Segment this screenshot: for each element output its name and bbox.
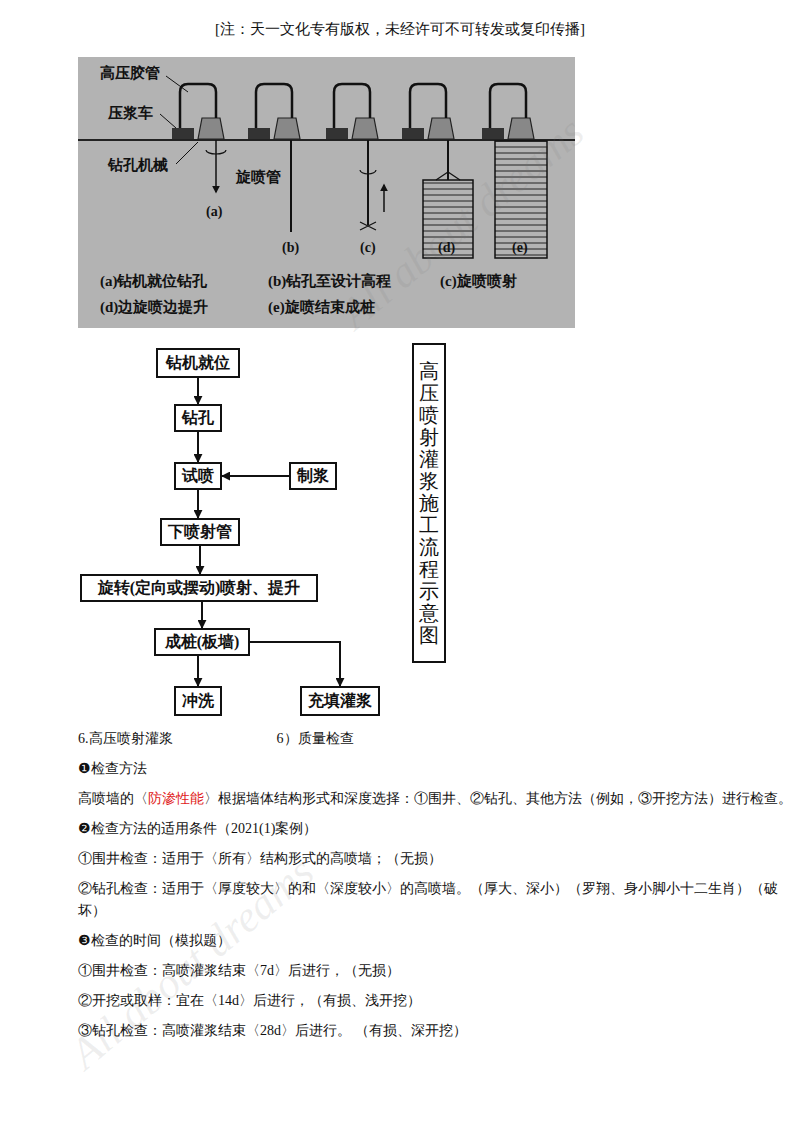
grout-pump-truck bbox=[402, 128, 424, 139]
section-heading: 6）质量检查 bbox=[277, 731, 354, 746]
jet-pipe bbox=[290, 140, 292, 232]
text-line: ③钻孔检查：高喷灌浆结束〈28d〉后进行。 （有损、深开挖） bbox=[78, 1020, 792, 1042]
step-caption: (a)钻机就位钻孔 bbox=[100, 272, 208, 291]
node-text: 制浆 bbox=[297, 466, 329, 487]
process-box: 下喷射管 bbox=[160, 518, 240, 546]
text-line: ①围井检查：高喷灌浆结束〈7d〉后进行，（无损） bbox=[78, 960, 792, 982]
text: ③钻孔检查：高喷灌浆结束〈28d〉后进行。 （有损、深开挖） bbox=[78, 1023, 467, 1038]
text-line: 高喷墙的〈防渗性能〉根据墙体结构形式和深度选择：①围井、②钻孔、其他方法（例如，… bbox=[78, 788, 792, 810]
leader-line bbox=[160, 114, 176, 128]
jet-pipe bbox=[367, 140, 369, 225]
grout-pump-truck bbox=[248, 128, 270, 139]
rotation-arc bbox=[206, 150, 226, 154]
step-caption: (b) bbox=[282, 240, 299, 256]
high-pressure-hose bbox=[490, 84, 526, 128]
process-box: 试喷 bbox=[174, 462, 222, 490]
process-box: 成桩(板墙) bbox=[154, 628, 250, 656]
step-caption: (e)旋喷结束成桩 bbox=[268, 298, 375, 317]
high-pressure-hose bbox=[256, 84, 292, 128]
step-caption: (e) bbox=[512, 240, 528, 256]
jet-nozzle bbox=[360, 222, 376, 230]
node-text: 下喷射管 bbox=[168, 522, 232, 543]
text: ②开挖或取样：宜在〈14d〉后进行，（有损、浅开挖） bbox=[78, 993, 421, 1008]
flow-arrow bbox=[201, 602, 203, 628]
drill-machine bbox=[198, 118, 224, 139]
illustration-ground bbox=[78, 57, 575, 328]
text-line: ❸检查的时间（模拟题） bbox=[78, 930, 792, 952]
sub-heading: ❶检查方法 bbox=[78, 761, 147, 776]
grout-column bbox=[423, 180, 473, 258]
step-caption: (d)边旋喷边提升 bbox=[100, 298, 208, 317]
node-text: 充填灌浆 bbox=[308, 691, 372, 712]
text: ①围井检查：高喷灌浆结束〈7d〉后进行，（无损） bbox=[78, 963, 400, 978]
step-caption: (d) bbox=[438, 240, 455, 256]
text: 〉根据墙体结构形式和深度选择：①围井、②钻孔、其他方法（例如，③开挖方法）进行检… bbox=[204, 791, 792, 806]
node-text: 试喷 bbox=[182, 466, 214, 487]
node-text: 成桩(板墙) bbox=[165, 632, 240, 653]
flow-arrow bbox=[197, 432, 199, 462]
flow-arrow bbox=[197, 656, 199, 686]
text-line: ❷检查方法的适用条件（2021(1)案例） bbox=[78, 818, 792, 840]
jet-pipe bbox=[447, 140, 449, 180]
text-line: ❶检查方法 bbox=[78, 758, 792, 780]
process-box: 钻机就位 bbox=[156, 348, 240, 378]
text-line: ①围井检查：适用于〈所有〉结构形式的高喷墙；（无损） bbox=[78, 848, 792, 870]
node-text: 钻机就位 bbox=[166, 353, 230, 374]
flow-arrow bbox=[197, 378, 199, 404]
text: ①围井检查：适用于〈所有〉结构形式的高喷墙；（无损） bbox=[78, 851, 442, 866]
process-box: 钻孔 bbox=[174, 404, 222, 432]
vertical-title-box: 高压喷射灌浆施工流程示意图 bbox=[412, 343, 446, 663]
drill-machine bbox=[274, 118, 300, 139]
process-box: 充填灌浆 bbox=[300, 686, 380, 716]
text-line: 6.高压喷射灌浆 6）质量检查 bbox=[78, 728, 792, 750]
part-label: 高压胶管 bbox=[100, 64, 160, 83]
text: 高喷墙的〈 bbox=[78, 791, 148, 806]
high-pressure-hose bbox=[410, 84, 446, 128]
step-caption: (c)旋喷喷射 bbox=[440, 272, 517, 291]
drill-rigs bbox=[172, 84, 534, 139]
lift-arrow bbox=[383, 185, 385, 212]
process-box: 制浆 bbox=[289, 462, 337, 490]
flow-arrow bbox=[199, 546, 201, 574]
grout-pump-truck bbox=[326, 128, 348, 139]
node-text: 高压喷射灌浆施工流程示意图 bbox=[419, 360, 439, 646]
process-box: 冲洗 bbox=[174, 686, 222, 716]
sub-heading: ❸检查的时间（模拟题） bbox=[78, 933, 231, 948]
part-label: 钻孔机械 bbox=[108, 156, 168, 175]
node-text: 旋转(定向或摆动)喷射、提升 bbox=[98, 578, 301, 599]
text: ②钻孔检查：适用于〈厚度较大〉的和〈深度较小〉的高喷墙。（厚大、深小）（罗翔、身… bbox=[78, 881, 778, 918]
highlight-text: 防渗性能 bbox=[148, 791, 204, 806]
grout-pump-truck bbox=[172, 128, 194, 139]
notes-text: 6.高压喷射灌浆 6）质量检查 ❶检查方法高喷墙的〈防渗性能〉根据墙体结构形式和深度… bbox=[78, 728, 792, 1050]
text-line: ②钻孔检查：适用于〈厚度较大〉的和〈深度较小〉的高喷墙。（厚大、深小）（罗翔、身… bbox=[78, 878, 792, 922]
step-caption: (b)钻孔至设计高程 bbox=[268, 272, 391, 291]
sub-heading: ❷检查方法的适用条件（2021(1)案例） bbox=[78, 821, 317, 836]
flow-arrow bbox=[222, 475, 289, 477]
finished-pile bbox=[495, 141, 547, 258]
copyright-note: [注：天一文化专有版权，未经许可不可转发或复印传播] bbox=[215, 20, 585, 39]
part-label: 压浆车 bbox=[108, 104, 153, 123]
node-text: 冲洗 bbox=[182, 691, 214, 712]
flow-arrow bbox=[250, 642, 340, 686]
drill-direction-arrow bbox=[215, 140, 217, 192]
node-text: 钻孔 bbox=[182, 408, 214, 429]
leader-line bbox=[166, 76, 188, 92]
drill-machine bbox=[352, 118, 378, 139]
step-caption: (c) bbox=[360, 240, 376, 256]
grout-pump-truck bbox=[482, 128, 504, 139]
leader-line bbox=[176, 142, 198, 164]
drill-machine bbox=[508, 118, 534, 139]
text-line: ②开挖或取样：宜在〈14d〉后进行，（有损、浅开挖） bbox=[78, 990, 792, 1012]
step-caption: (a) bbox=[206, 204, 222, 220]
section-heading: 6.高压喷射灌浆 bbox=[78, 731, 173, 746]
part-label: 旋喷管 bbox=[236, 168, 281, 187]
rotation-arc bbox=[360, 170, 376, 174]
high-pressure-hose bbox=[334, 84, 370, 128]
process-box: 旋转(定向或摆动)喷射、提升 bbox=[80, 574, 318, 602]
flow-arrow bbox=[197, 490, 199, 518]
drill-machine bbox=[428, 118, 454, 139]
jet-nozzle bbox=[436, 172, 460, 180]
